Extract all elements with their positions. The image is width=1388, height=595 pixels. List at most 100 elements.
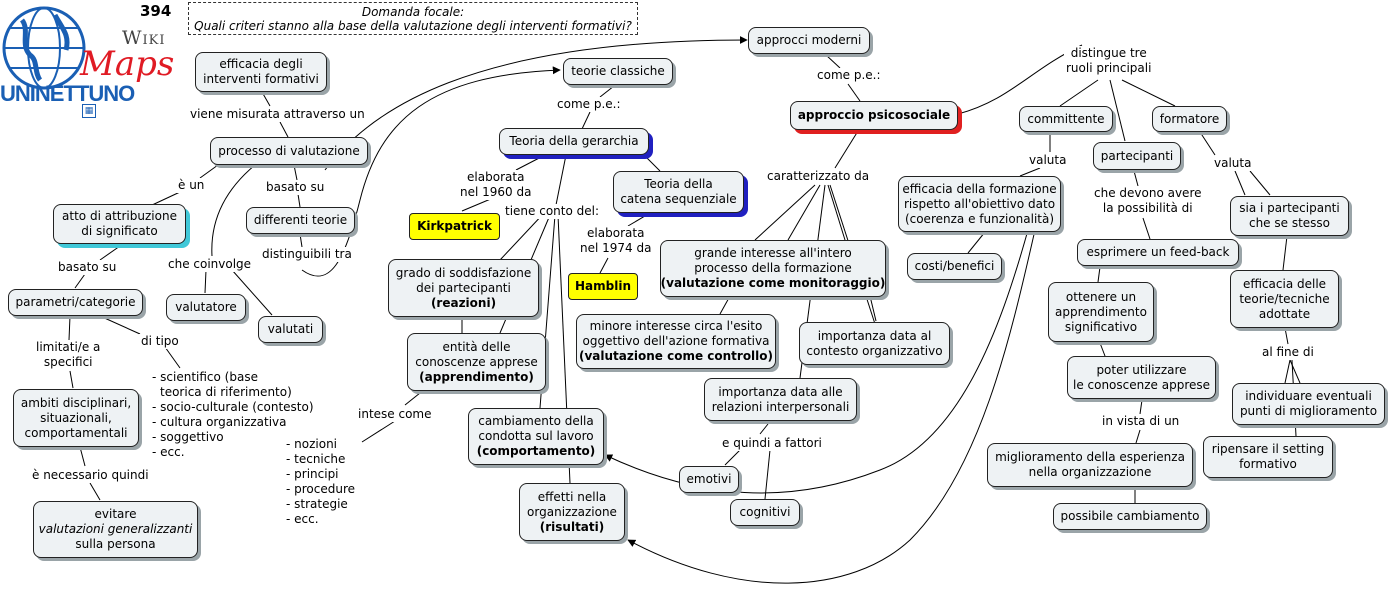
node-teoria-gerarchia[interactable]: Teoria della gerarchia (499, 128, 649, 155)
node-grande-interesse[interactable]: grande interesse all'intero processo del… (660, 240, 886, 297)
node-line: partecipanti (1100, 148, 1174, 163)
node-apprendimento[interactable]: entità delle conoscenze apprese (apprend… (407, 333, 546, 391)
link-label-valuta-2: valuta (1212, 156, 1254, 171)
node-line: efficacia delle (1242, 276, 1327, 291)
node-processo-valutazione[interactable]: processo di valutazione (210, 137, 368, 165)
list-item: - strategie (286, 497, 348, 511)
label-line: nel 1974 da (580, 241, 652, 255)
node-partecipanti[interactable]: partecipanti (1093, 142, 1181, 170)
node-line: conoscenze apprese (415, 354, 538, 369)
label-line: distingue tre (1070, 46, 1147, 60)
node-ambiti-disciplinari[interactable]: ambiti disciplinari, situazionali, compo… (13, 389, 139, 447)
node-feed-back[interactable]: esprimere un feed-back (1077, 239, 1239, 266)
list-item: - socio-culturale (contesto) (152, 400, 314, 414)
node-line: miglioramento della esperienza (995, 450, 1185, 464)
label-line: ruoli principali (1066, 61, 1152, 75)
node-line: punti di miglioramento (1239, 404, 1378, 418)
node-line: grado di soddisfazione (395, 265, 532, 280)
focal-question: Quali criteri stanno alla base della val… (194, 19, 632, 33)
node-committente[interactable]: committente (1019, 106, 1113, 132)
node-costi-benefici[interactable]: costi/benefici (907, 253, 1002, 280)
node-line: comportamentali (24, 425, 128, 440)
node-individuare[interactable]: individuare eventuali punti di miglioram… (1232, 383, 1385, 425)
node-sia-partecipanti[interactable]: sia i partecipanti che se stesso (1230, 196, 1349, 236)
node-line: teorie classiche (571, 64, 665, 78)
focal-title: Domanda focale: (361, 5, 465, 19)
link-label-al-fine: al fine di (1260, 345, 1316, 360)
node-hamblin[interactable]: Hamblin (568, 273, 638, 300)
node-comportamento[interactable]: cambiamento della condotta sul lavoro (c… (468, 408, 604, 465)
node-risultati[interactable]: effetti nella organizzazione (risultati) (519, 483, 625, 541)
node-line: organizzazione (527, 504, 617, 519)
node-efficacia-teorie[interactable]: efficacia delle teorie/tecniche adottate (1230, 270, 1339, 328)
link-label-di-tipo: di tipo (139, 334, 181, 349)
label-line: che devono avere (1094, 186, 1202, 200)
node-line: cognitivi (739, 505, 791, 519)
node-minore-interesse[interactable]: minore interesse circa l'esito oggettivo… (576, 314, 776, 369)
node-line: rispetto all'obiettivo dato (903, 196, 1056, 211)
node-line: cambiamento della (478, 414, 594, 428)
node-possibile-cambiamento[interactable]: possibile cambiamento (1053, 503, 1207, 530)
node-line: ambiti disciplinari, (20, 395, 132, 410)
map-number: 394 (140, 2, 172, 20)
node-relazioni-interpersonali[interactable]: importanza data alle relazioni interpers… (704, 378, 857, 421)
node-contesto-organizzativo[interactable]: importanza data al contesto organizzativ… (799, 322, 950, 365)
node-cognitivi[interactable]: cognitivi (730, 499, 800, 526)
node-line: interventi formativi (203, 72, 319, 86)
node-ottenere-apprendimento[interactable]: ottenere un apprendimento significativo (1048, 282, 1154, 342)
node-approccio-psicosociale[interactable]: approccio psicosociale (790, 101, 958, 130)
node-line: emotivi (686, 472, 732, 486)
node-line: (comportamento) (476, 444, 596, 458)
link-label-in-vista: in vista di un (1100, 414, 1182, 429)
node-line: approcci moderni (756, 33, 862, 47)
link-label-e-un: è un (176, 178, 207, 193)
node-line: formativo (1239, 457, 1297, 471)
node-valutatore[interactable]: valutatore (166, 294, 246, 321)
link-label-elaborata-1960: elaborata nel 1960 da (458, 170, 534, 200)
node-line: contesto organizzativo (806, 343, 943, 358)
node-teorie-classiche[interactable]: teorie classiche (563, 58, 673, 85)
node-line: (reazioni) (430, 295, 497, 310)
node-evitare[interactable]: evitare valutazioni generalizzanti sulla… (33, 501, 198, 558)
node-catena-sequenziale[interactable]: Teoria della catena sequenziale (613, 171, 744, 213)
node-line: valutati (267, 322, 314, 336)
link-label-valuta: valuta (1027, 153, 1069, 168)
node-utilizzare-conoscenze[interactable]: poter utilizzare le conoscenze apprese (1067, 356, 1216, 399)
node-parametri-categorie[interactable]: parametri/categorie (8, 289, 143, 316)
node-kirkpatrick[interactable]: Kirkpatrick (409, 213, 500, 240)
link-label-viene-misurata: viene misurata attraverso un (188, 107, 367, 122)
node-emotivi[interactable]: emotivi (679, 466, 739, 493)
link-label-che-coinvolge: che coinvolge (166, 257, 254, 272)
sitemap-icon[interactable]: ▦ (82, 104, 96, 118)
list-item: - procedure (286, 482, 356, 496)
node-atto-attribuzione[interactable]: atto di attribuzione di significato (53, 204, 186, 244)
node-line: costi/benefici (914, 259, 995, 273)
node-line: relazioni interpersonali (711, 399, 850, 414)
node-line: (risultati) (539, 519, 605, 534)
node-line: sia i partecipanti (1239, 201, 1340, 215)
node-line: entità delle (442, 339, 511, 354)
node-reazioni[interactable]: grado di soddisfazione dei partecipanti … (388, 259, 539, 317)
link-label-come-pe-2: come p.e.: (815, 68, 883, 83)
label-line: elaborata (587, 226, 645, 240)
logo-brand: UNINETTUNO (0, 81, 135, 106)
node-line: valutazioni generalizzanti (38, 522, 193, 536)
node-line: efficacia degli (219, 57, 303, 71)
node-valutati[interactable]: valutati (258, 316, 323, 343)
link-label-basato-su: basato su (264, 180, 327, 195)
node-formatore[interactable]: formatore (1152, 106, 1227, 132)
node-differenti-teorie[interactable]: differenti teorie (246, 207, 355, 234)
node-line: importanza data alle (718, 384, 843, 399)
node-line: valutatore (175, 300, 237, 314)
node-miglioramento[interactable]: miglioramento della esperienza nella org… (987, 443, 1193, 487)
node-line: possibile cambiamento (1060, 509, 1200, 523)
node-line: catena sequenziale (620, 192, 737, 206)
globe-icon (2, 6, 86, 90)
node-line: situazionali, (40, 410, 112, 425)
node-efficacia-interventi[interactable]: efficacia degli interventi formativi (195, 52, 327, 92)
label-line: limitati/e a (36, 340, 101, 354)
node-ripensare[interactable]: ripensare il setting formativo (1203, 436, 1333, 478)
node-approcci-moderni[interactable]: approcci moderni (748, 27, 870, 54)
node-efficacia-formazione[interactable]: efficacia della formazione rispetto all'… (898, 176, 1061, 232)
label-line: specifici (43, 355, 93, 369)
